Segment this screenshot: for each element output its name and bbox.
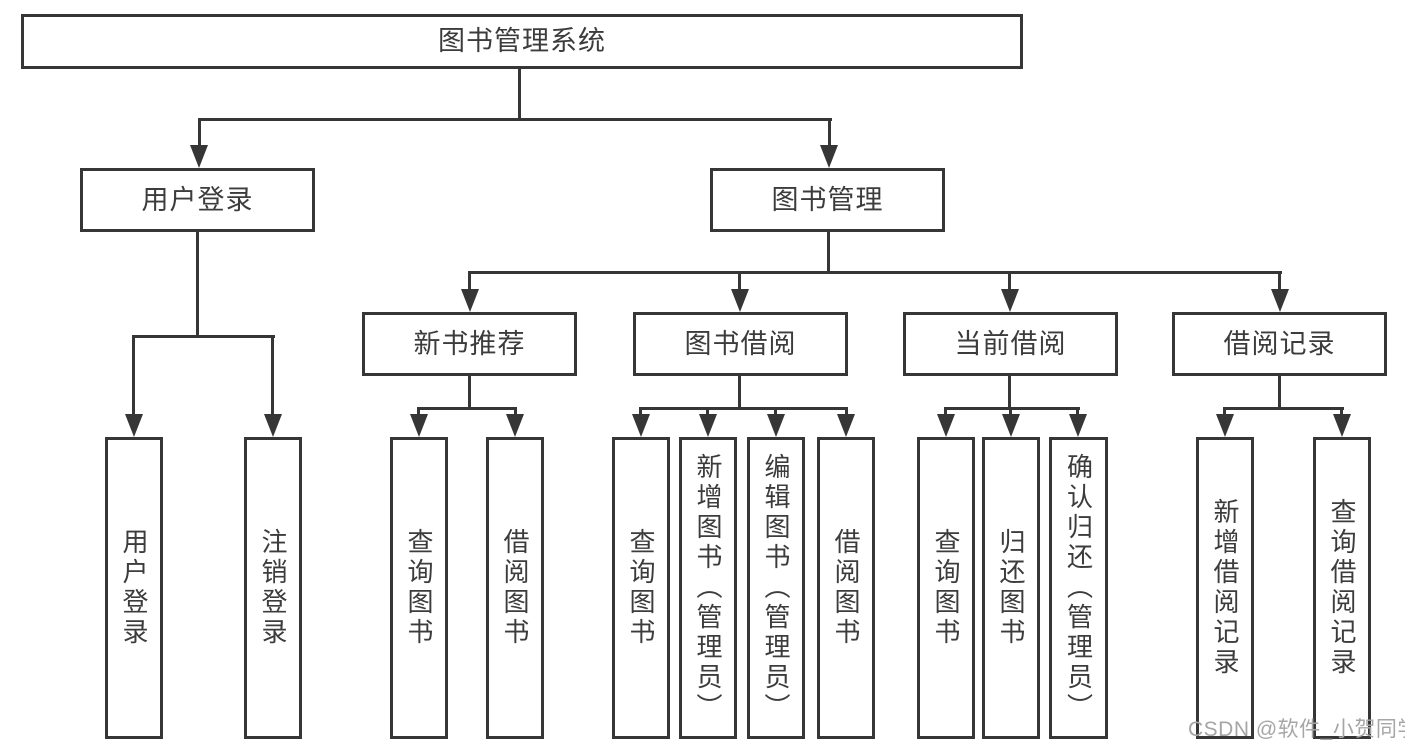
arrowhead-icon — [410, 414, 428, 437]
connector-line — [774, 407, 777, 419]
connector-line — [1009, 407, 1012, 419]
connector-line — [271, 335, 274, 417]
node-new-book-recommendation: 新书推荐 — [362, 312, 577, 376]
connector-line — [468, 376, 471, 410]
connector-line — [706, 407, 709, 419]
leaf-query-books-recommend: 查询图书 — [390, 437, 448, 739]
leaf-query-books-current: 查询图书 — [917, 437, 975, 739]
connector-line — [944, 407, 947, 419]
connector-line — [1278, 376, 1281, 410]
node-borrowing-records: 借阅记录 — [1172, 312, 1387, 376]
arrowhead-icon — [1333, 414, 1351, 437]
arrowhead-icon — [937, 414, 955, 437]
connector-line — [514, 407, 517, 419]
connector-line — [827, 232, 830, 274]
connector-line — [198, 118, 832, 121]
arrowhead-icon — [264, 414, 282, 437]
node-library-management-system: 图书管理系统 — [21, 14, 1023, 69]
arrowhead-icon — [767, 414, 785, 437]
arrowhead-icon — [820, 145, 838, 168]
arrowhead-icon — [461, 289, 479, 312]
arrowhead-icon — [837, 414, 855, 437]
node-user-login: 用户登录 — [80, 168, 315, 232]
connector-line — [132, 335, 275, 338]
leaf-add-book-admin: 新增图书（管理员） — [679, 437, 737, 739]
connector-line — [1008, 376, 1011, 410]
connector-line — [1223, 407, 1226, 419]
arrowhead-icon — [699, 414, 717, 437]
connector-line — [132, 335, 135, 417]
csdn-watermark: CSDN @软件_小贺同学 — [1188, 718, 1405, 741]
connector-line — [198, 118, 201, 148]
connector-line — [738, 376, 741, 410]
arrowhead-icon — [632, 414, 650, 437]
connector-line — [639, 407, 642, 419]
leaf-query-books-borrowing: 查询图书 — [612, 437, 670, 739]
arrowhead-icon — [731, 289, 749, 312]
node-book-borrowing: 图书借阅 — [633, 312, 848, 376]
connector-line — [417, 407, 517, 410]
connector-line — [1278, 271, 1281, 293]
connector-line — [1076, 407, 1079, 419]
arrowhead-icon — [1216, 414, 1234, 437]
leaf-confirm-return-admin: 确认归还（管理员） — [1049, 437, 1108, 739]
connector-line — [518, 68, 521, 121]
arrowhead-icon — [125, 414, 143, 437]
connector-line — [196, 232, 199, 338]
leaf-return-book: 归还图书 — [982, 437, 1040, 739]
connector-line — [1008, 271, 1011, 293]
node-current-borrowing: 当前借阅 — [903, 312, 1118, 376]
connector-line — [1340, 407, 1343, 419]
connector-line — [828, 118, 831, 148]
connector-line — [468, 271, 471, 293]
leaf-borrow-books-borrowing: 借阅图书 — [817, 437, 875, 739]
connector-line — [417, 407, 420, 419]
arrowhead-icon — [1002, 414, 1020, 437]
leaf-logout: 注销登录 — [244, 437, 302, 739]
leaf-edit-book-admin: 编辑图书（管理员） — [747, 437, 805, 739]
arrowhead-icon — [1271, 289, 1289, 312]
leaf-query-borrow-record: 查询借阅记录 — [1313, 437, 1371, 739]
leaf-borrow-books-recommend: 借阅图书 — [486, 437, 544, 739]
leaf-add-borrow-record: 新增借阅记录 — [1196, 437, 1254, 739]
leaf-user-login: 用户登录 — [105, 437, 163, 739]
arrowhead-icon — [506, 414, 524, 437]
connector-line — [1223, 407, 1344, 410]
connector-line — [944, 407, 1080, 410]
connector-line — [639, 407, 848, 410]
connector-line — [845, 407, 848, 419]
arrowhead-icon — [1001, 289, 1019, 312]
connector-line — [468, 271, 1282, 274]
connector-line — [738, 271, 741, 293]
node-book-management: 图书管理 — [710, 168, 945, 232]
arrowhead-icon — [1069, 414, 1087, 437]
arrowhead-icon — [190, 145, 208, 168]
